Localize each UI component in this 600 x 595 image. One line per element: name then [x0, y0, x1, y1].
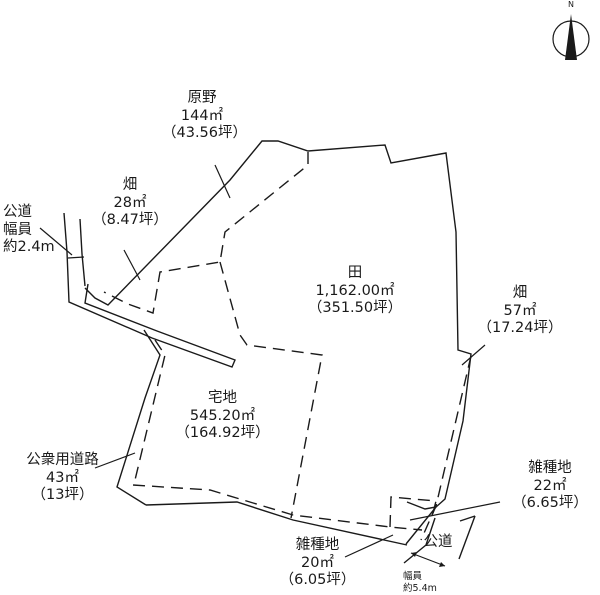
parcel-label-takuchi: 宅地 545.20㎡ （164.92坪）: [170, 390, 275, 443]
parcel-type: 雑種地: [295, 537, 340, 553]
parcel-area-unit: ㎡: [131, 194, 147, 211]
road-width-value: 約5.4m: [403, 582, 437, 594]
parcel-area: 57: [503, 302, 522, 319]
parcel-area-unit: ㎡: [551, 477, 567, 494]
parcel-type: 原野: [187, 90, 217, 106]
road-label-west: 公道 幅員 約2.4m: [3, 204, 55, 257]
parcel-type: 畑: [122, 177, 138, 193]
north-label: N: [568, 0, 574, 9]
parcel-label-hatake-west: 畑 28㎡ （8.47坪）: [90, 177, 170, 230]
property-boundary: [84, 140, 476, 564]
road-name: 公道: [423, 534, 453, 550]
west-road-edges: [63, 212, 236, 368]
parcel-tsubo: （6.65坪）: [512, 495, 588, 512]
parcel-area-unit: ㎡: [380, 282, 395, 299]
leader-hatake-west: [123, 249, 141, 281]
leader-kohshu-road: [94, 452, 136, 469]
parcel-area: 545.20: [189, 407, 241, 424]
parcel-type: 雑種地: [528, 460, 572, 476]
parcel-type: 公衆用道路: [26, 452, 99, 468]
parcel-label-ta: 田 1,162.00㎡ （351.50坪）: [300, 265, 410, 318]
parcel-label-kohshu-road: 公衆用道路 43㎡ （13坪）: [15, 452, 110, 505]
road-width-label: 幅員: [3, 221, 32, 238]
parcel-area: 28: [113, 194, 132, 211]
parcel-area: 22: [533, 477, 552, 494]
parcel-label-zasshuchi-south: 雑種地 20㎡ （6.05坪）: [275, 537, 360, 590]
leader-zasshuchi-east: [409, 501, 501, 521]
road-name: 公道: [3, 204, 32, 220]
road-width-value: 約2.4m: [3, 239, 55, 256]
north-arrow-icon: [552, 14, 590, 60]
parcel-label-genya: 原野 144㎡ （43.56坪）: [162, 90, 248, 143]
parcel-area: 1,162.00: [315, 282, 381, 299]
parcel-area-unit: ㎡: [208, 107, 224, 124]
road-width-label: 幅員: [403, 571, 423, 582]
parcel-label-hatake-east: 畑 57㎡ （17.24坪）: [475, 285, 565, 338]
parcel-area-unit: ㎡: [319, 554, 334, 571]
parcel-tsubo: （13坪）: [31, 487, 94, 504]
leader-genya: [214, 164, 231, 199]
parcel-tsubo: （6.05坪）: [279, 572, 356, 589]
parcel-type: 田: [347, 265, 363, 281]
leader-lines: [39, 164, 501, 558]
parcel-label-zasshuchi-east: 雑種地 22㎡ （6.65坪）: [505, 460, 595, 513]
parcel-tsubo: （43.56坪）: [162, 125, 248, 142]
parcel-dashed-lines: [103, 152, 472, 541]
parcel-tsubo: （17.24坪）: [477, 320, 563, 337]
leader-hatake-east: [461, 344, 486, 366]
parcel-area: 20: [301, 554, 320, 571]
parcel-area-unit: ㎡: [64, 469, 79, 486]
parcel-tsubo: （8.47坪）: [92, 212, 168, 229]
parcel-area: 43: [46, 469, 65, 486]
parcel-area-unit: ㎡: [521, 302, 537, 319]
parcel-tsubo: （164.92坪）: [175, 425, 270, 442]
road-label-south-name: 公道: [418, 534, 458, 552]
north-compass: N: [551, 0, 591, 64]
parcel-area: 144: [180, 107, 209, 124]
parcel-area-unit: ㎡: [240, 407, 256, 424]
leader-road-west: [39, 227, 73, 256]
leader-zasshuchi-south: [344, 534, 394, 558]
south-road-width-arrow: [410, 552, 446, 567]
parcel-type: 宅地: [208, 390, 237, 406]
parcel-type: 畑: [512, 285, 528, 301]
parcel-tsubo: （351.50坪）: [307, 300, 403, 317]
road-label-south-width: 幅員 約5.4m: [403, 571, 437, 595]
